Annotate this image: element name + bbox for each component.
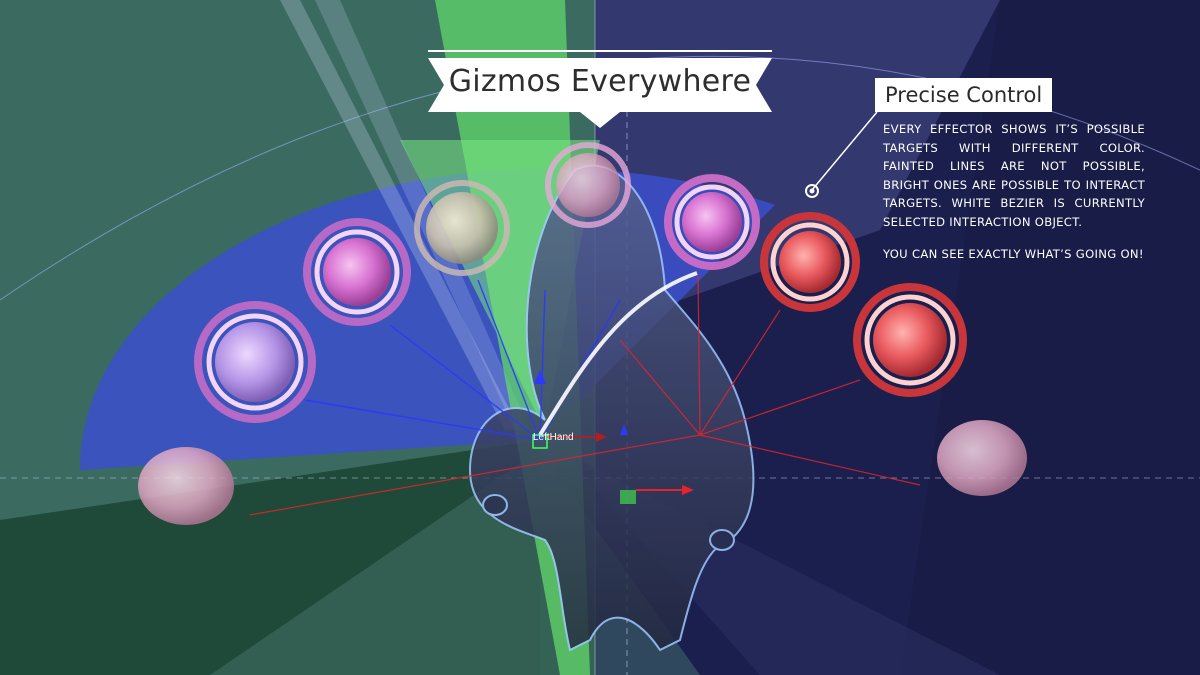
callout-paragraph-1: EVERY EFFECTOR SHOWS IT’S POSSIBLE TARGE… [883,122,1145,229]
callout-paragraph-2: YOU CAN SEE EXACTLY WHAT’S GOING ON! [883,247,1144,261]
red-target-rays [249,274,921,516]
banner-title: Gizmos Everywhere [448,64,752,99]
selected-interaction-bezier [538,271,698,437]
target-sphere-top-faint[interactable] [545,142,631,228]
lower-left-green-panel [0,440,540,675]
target-sphere-pink-right[interactable] [664,174,760,270]
left-hand-effector-gizmo[interactable] [532,370,628,449]
light-beam-1 [280,0,520,430]
effector-label-lefthand: LeftHand [533,432,574,443]
target-sphere-faint-left[interactable] [138,447,234,525]
far-right-dark-panel [900,0,1200,675]
target-sphere-red-bottom[interactable] [853,283,967,397]
target-sphere-red-top[interactable] [760,212,860,312]
right-hand-effector-gizmo[interactable] [620,485,694,504]
banner-gizmos-everywhere: Gizmos Everywhere [428,50,772,130]
target-sphere-lavender[interactable] [194,301,316,423]
banner-ribbon-shape [428,50,772,128]
target-sphere-pale[interactable] [414,180,510,276]
callout-description: EVERY EFFECTOR SHOWS IT’S POSSIBLE TARGE… [883,120,1145,264]
callout-title: Precise Control [875,78,1053,112]
target-sphere-faint-right[interactable] [937,420,1027,496]
light-beam-2 [315,0,530,430]
target-sphere-pink-left[interactable] [303,218,411,326]
